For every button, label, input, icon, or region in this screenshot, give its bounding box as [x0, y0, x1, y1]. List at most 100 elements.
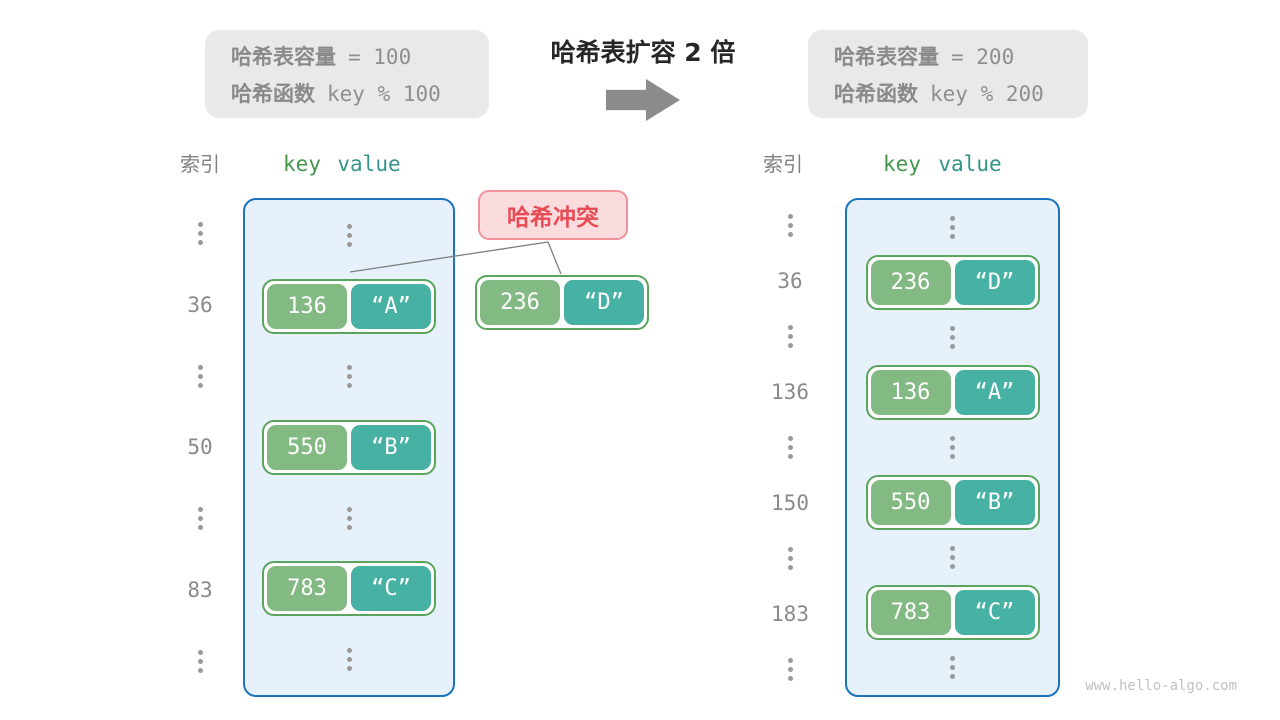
value-box: “A” [954, 370, 1035, 415]
hash-function-line: 哈希函数 key % 100 [231, 78, 489, 108]
key-box: 236 [870, 260, 951, 305]
value-box: “C” [954, 590, 1035, 635]
hash-function-label: 哈希函数 [231, 81, 315, 106]
capacity-line: 哈希表容量 = 200 [834, 41, 1088, 71]
value-box: “C” [351, 566, 431, 612]
bucket-row: 236“D” [847, 255, 1058, 310]
bucket-row: 550“B” [847, 475, 1058, 530]
after-capacity-info-box: 哈希表容量 = 200 哈希函数 key % 200 [808, 30, 1088, 118]
after-value-header: value [938, 152, 1002, 176]
index-label: 183 [771, 601, 809, 626]
bucket-row: 136“A” [847, 365, 1058, 420]
index-label: 150 [771, 490, 809, 515]
expansion-title: 哈希表扩容 2 倍 [550, 38, 736, 67]
key-value-pair: 550“B” [262, 420, 436, 476]
index-row [760, 198, 820, 253]
capacity-value: = 200 [951, 44, 1015, 69]
key-box: 236 [480, 280, 560, 325]
before-index-column: 36 50 83 [170, 198, 230, 697]
ellipsis-dots [950, 546, 955, 569]
value-box: “D” [564, 280, 644, 325]
index-row [760, 642, 820, 697]
key-box: 136 [267, 283, 347, 329]
hash-function-line: 哈希函数 key % 200 [834, 78, 1088, 108]
ellipsis-dots [950, 326, 955, 349]
key-box: 783 [870, 590, 951, 635]
ellipsis-dots [950, 436, 955, 459]
ellipsis-dots [346, 506, 352, 530]
ellipsis-dots [787, 435, 793, 459]
key-value-pair: 236“D” [865, 255, 1040, 310]
bucket-row [847, 310, 1058, 365]
right-arrow-icon [606, 79, 680, 121]
bucket-row [245, 200, 453, 271]
bucket-row [847, 640, 1058, 695]
before-index-header: 索引 [180, 152, 220, 176]
index-row: 83 [170, 554, 230, 625]
bucket-row: 783“C” [245, 554, 453, 625]
index-row: 183 [760, 586, 820, 641]
bucket-row: 550“B” [245, 412, 453, 483]
index-label: 36 [777, 269, 803, 294]
colliding-key-value-pair: 236 “D” [475, 275, 649, 330]
after-bucket-array: 236“D” 136“A” 550“B” 783“C” [845, 198, 1060, 697]
index-label: 83 [187, 578, 213, 603]
index-row [170, 626, 230, 697]
key-box: 550 [267, 425, 347, 471]
ellipsis-dots [787, 546, 793, 570]
after-index-column: 36 136 150 183 [760, 198, 820, 697]
index-row: 136 [760, 364, 820, 419]
capacity-value: = 100 [348, 44, 412, 69]
key-value-pair: 550“B” [865, 475, 1040, 530]
ellipsis-dots [197, 649, 203, 673]
index-row: 36 [170, 269, 230, 340]
ellipsis-dots [787, 214, 793, 238]
index-row [170, 483, 230, 554]
index-label: 136 [771, 380, 809, 405]
index-label: 50 [187, 435, 213, 460]
capacity-line: 哈希表容量 = 100 [231, 41, 489, 71]
value-box: “D” [954, 260, 1035, 305]
bucket-row [847, 200, 1058, 255]
ellipsis-dots [950, 656, 955, 679]
ellipsis-dots [197, 507, 203, 531]
ellipsis-dots [346, 365, 352, 389]
index-row [760, 420, 820, 475]
index-row [170, 341, 230, 412]
ellipsis-dots [346, 223, 352, 247]
ellipsis-dots [197, 364, 203, 388]
bucket-row [245, 624, 453, 695]
key-value-pair: 783“C” [262, 561, 436, 617]
index-row [760, 309, 820, 364]
index-row [170, 198, 230, 269]
bucket-row [245, 341, 453, 412]
ellipsis-dots [346, 648, 352, 672]
hash-function-label: 哈希函数 [834, 81, 918, 106]
before-value-header: value [337, 152, 401, 176]
hash-function-value: key % 200 [930, 81, 1044, 106]
hash-collision-label: 哈希冲突 [478, 190, 628, 240]
index-row: 36 [760, 253, 820, 308]
key-value-pair: 136“A” [262, 278, 436, 334]
before-bucket-array: 136“A” 550“B” 783“C” [243, 198, 455, 697]
capacity-label: 哈希表容量 [834, 44, 939, 69]
bucket-row [245, 483, 453, 554]
key-value-pair: 783“C” [865, 585, 1040, 640]
after-index-header: 索引 [763, 152, 803, 176]
after-key-header: key [883, 152, 921, 176]
key-box: 783 [267, 566, 347, 612]
before-key-header: key [283, 152, 321, 176]
key-box: 136 [870, 370, 951, 415]
key-box: 550 [870, 480, 951, 525]
ellipsis-dots [787, 657, 793, 681]
index-row: 150 [760, 475, 820, 530]
hash-function-value: key % 100 [327, 81, 441, 106]
index-row [760, 531, 820, 586]
ellipsis-dots [787, 325, 793, 349]
bucket-row: 136“A” [245, 271, 453, 342]
capacity-label: 哈希表容量 [231, 44, 336, 69]
index-label: 36 [187, 292, 213, 317]
ellipsis-dots [950, 216, 955, 239]
bucket-row [847, 530, 1058, 585]
